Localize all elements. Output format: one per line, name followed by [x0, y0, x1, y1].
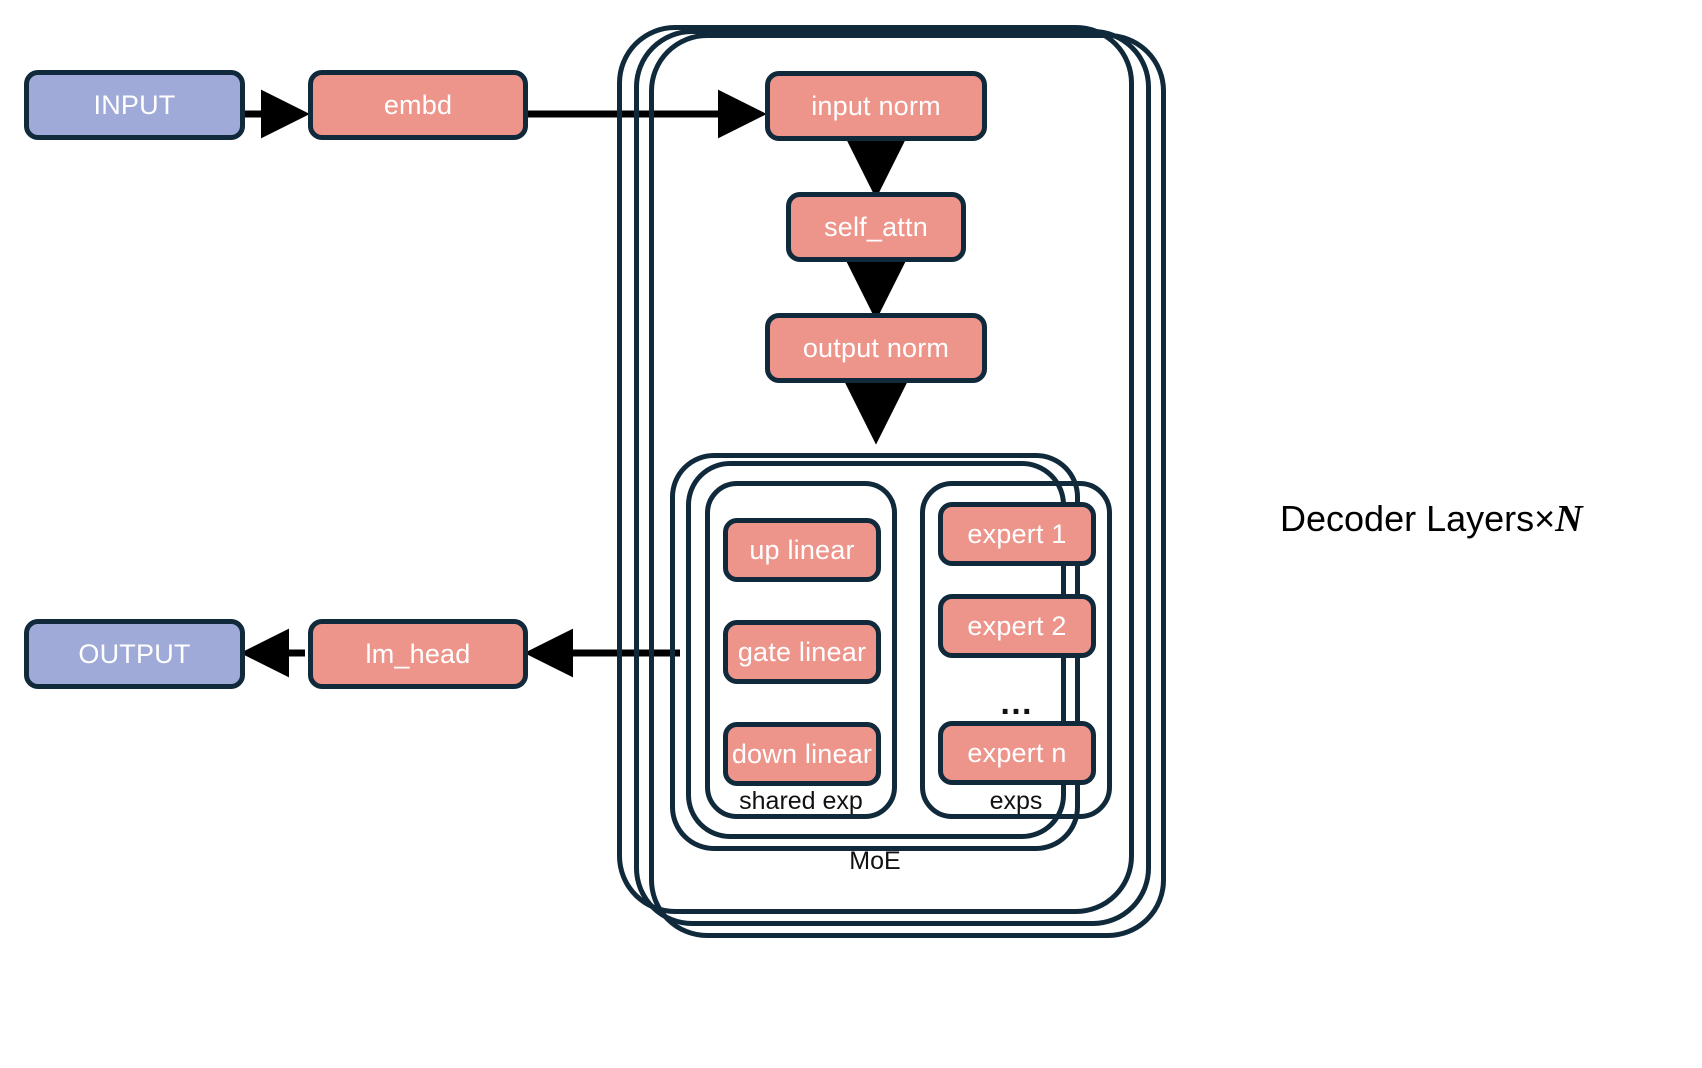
down-linear-label: down linear: [731, 738, 873, 769]
routed-experts-group: [920, 481, 1112, 819]
embd-node[interactable]: embd: [308, 70, 528, 140]
self-attn-node[interactable]: self_attn: [786, 192, 966, 262]
decoder-stack-label-variable: N: [1555, 498, 1583, 540]
down-linear-node[interactable]: down linear: [723, 722, 881, 786]
gate-linear-label: gate linear: [737, 636, 867, 667]
shared-expert-group: [705, 481, 897, 819]
up-linear-node[interactable]: up linear: [723, 518, 881, 582]
output-norm-node[interactable]: output norm: [765, 313, 987, 383]
up-linear-label: up linear: [749, 534, 855, 565]
self-attn-label: self_attn: [824, 211, 928, 242]
gate-linear-node[interactable]: gate linear: [723, 620, 881, 684]
output-node-label: OUTPUT: [78, 638, 191, 669]
moe-caption: MoE: [849, 847, 901, 875]
lm-head-node-label: lm_head: [365, 638, 471, 669]
expert-n-node[interactable]: expert n: [938, 721, 1096, 785]
lm-head-node[interactable]: lm_head: [308, 619, 528, 689]
input-node[interactable]: INPUT: [24, 70, 245, 140]
expert-1-node[interactable]: expert 1: [938, 502, 1096, 566]
embd-node-label: embd: [383, 89, 453, 120]
input-norm-label: input norm: [811, 90, 941, 121]
expert-1-label: expert 1: [967, 518, 1067, 549]
expert-2-node[interactable]: expert 2: [938, 594, 1096, 658]
experts-ellipsis: …: [999, 684, 1035, 722]
expert-2-label: expert 2: [967, 610, 1067, 641]
routed-experts-caption: exps: [989, 787, 1043, 815]
decoder-stack-label-text: Decoder Layers×: [1280, 498, 1556, 539]
decoder-stack-shadow-back: [649, 33, 1166, 938]
shared-expert-caption: shared exp: [739, 787, 863, 815]
expert-n-label: expert n: [967, 737, 1067, 768]
decoder-layer-container: [617, 25, 1134, 914]
decoder-stack-shadow-mid: [634, 29, 1151, 926]
output-node[interactable]: OUTPUT: [24, 619, 245, 689]
decoder-stack-label: Decoder Layers×N: [1280, 500, 1583, 538]
output-norm-label: output norm: [802, 332, 950, 363]
input-norm-node[interactable]: input norm: [765, 71, 987, 141]
input-node-label: INPUT: [93, 89, 176, 120]
